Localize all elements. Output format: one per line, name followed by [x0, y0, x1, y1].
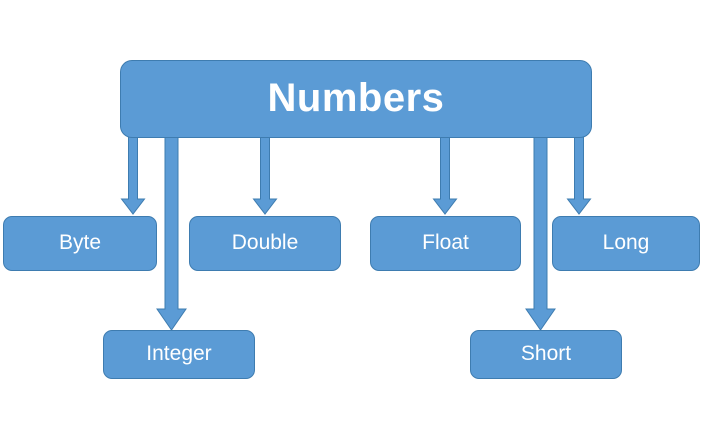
node-short-label: Short: [520, 342, 572, 365]
node-double-label: Double: [231, 231, 299, 254]
node-double[interactable]: Double: [189, 216, 341, 271]
node-short[interactable]: Short: [470, 330, 622, 379]
node-byte-label: Byte: [58, 231, 102, 254]
node-integer[interactable]: Integer: [103, 330, 255, 379]
arrow-numbers-to-integer: [152, 136, 192, 333]
node-float[interactable]: Float: [370, 216, 521, 271]
arrow-numbers-to-byte: [118, 136, 150, 217]
arrow-numbers-to-long: [564, 136, 596, 217]
node-numbers-label: Numbers: [267, 76, 445, 120]
node-byte[interactable]: Byte: [3, 216, 157, 271]
node-integer-label: Integer: [146, 342, 212, 365]
node-float-label: Float: [422, 231, 469, 254]
node-long-label: Long: [602, 231, 650, 254]
arrow-numbers-to-double: [250, 136, 282, 217]
node-numbers[interactable]: Numbers: [120, 60, 592, 138]
arrow-numbers-to-float: [430, 136, 462, 217]
arrow-numbers-to-short: [521, 136, 561, 333]
node-long[interactable]: Long: [552, 216, 700, 271]
